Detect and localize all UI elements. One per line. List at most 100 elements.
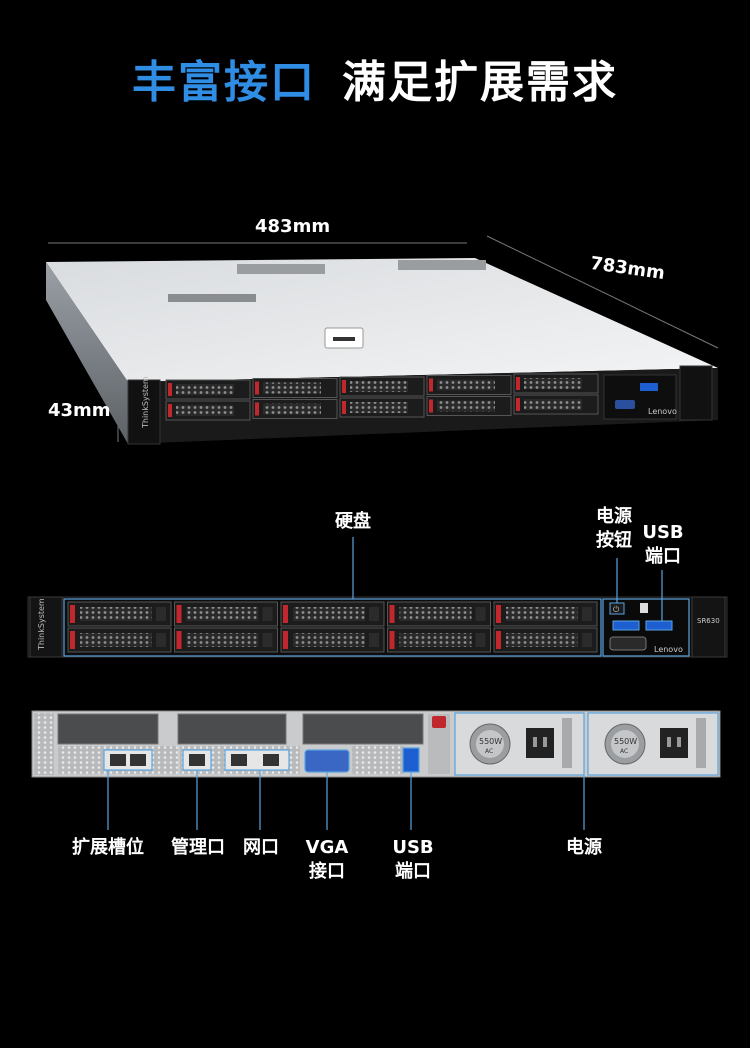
drive-bay-grille — [186, 607, 259, 621]
page-title: 丰富接口满足扩展需求 — [0, 46, 750, 110]
psu-2-ac: AC — [620, 748, 628, 755]
lenovo-logo-iso: Lenovo — [648, 407, 677, 416]
psu-1-handle — [562, 718, 572, 768]
drive-bay-iso-grille — [524, 378, 582, 389]
label-usb-rear: USB 端口 — [385, 836, 441, 884]
top-vent — [398, 260, 486, 270]
drive-bay-grille — [506, 607, 578, 621]
brand-side-iso: ThinkSystem — [141, 376, 150, 429]
psu-1-power-inlet[interactable] — [526, 728, 554, 758]
psu-2-fan-hub — [611, 730, 639, 758]
title-highlight: 丰富接口 — [132, 57, 316, 108]
label-expansion-slot: 扩展槽位 — [72, 837, 144, 858]
label-vga: VGA 接口 — [297, 836, 357, 884]
drive-bay[interactable] — [67, 627, 172, 653]
top-vent — [168, 294, 256, 302]
label-power-button-line1: 电源 — [596, 506, 632, 527]
drive-bay-handle — [369, 607, 379, 621]
width-dimension: 483mm — [255, 216, 331, 237]
usb-port-rear[interactable] — [402, 747, 420, 773]
mgmt-port[interactable] — [189, 754, 205, 766]
drive-bay-grille — [293, 633, 365, 647]
label-usb-front-line1: USB — [642, 522, 684, 543]
drive-bay-latch — [496, 605, 501, 623]
label-usb-front-line2: 端口 — [645, 546, 681, 567]
drive-bay-handle — [262, 607, 273, 621]
lenovo-logo-front: Lenovo — [654, 645, 683, 654]
ocp-port-1 — [110, 754, 126, 766]
vga-port-rear[interactable] — [304, 749, 350, 773]
psu-2-handle — [696, 718, 706, 768]
drive-bay-iso-grille — [437, 379, 495, 391]
drive-bay-iso-latch — [255, 402, 259, 416]
chassis-top — [46, 258, 718, 382]
drive-bay-iso-grille — [437, 400, 495, 412]
expansion-slot-3 — [302, 713, 424, 745]
label-usb-rear-line1: USB — [392, 837, 434, 858]
rear-vent-left — [34, 713, 54, 775]
drive-bay-handle — [262, 633, 273, 647]
label-vga-line2: 接口 — [309, 861, 345, 882]
psu-1-watt: 550W — [479, 737, 502, 746]
drive-bay-latch — [389, 605, 395, 623]
ocp-port-2 — [130, 754, 146, 766]
drive-bay-iso-grille — [176, 384, 234, 395]
drive-bay-latch — [176, 605, 182, 623]
drive-bay-grille — [80, 633, 152, 647]
label-usb-front: USB 端口 — [638, 521, 688, 569]
label-drives: 硬盘 — [335, 511, 371, 532]
rear-release-tab — [432, 716, 446, 728]
expansion-slot-2 — [177, 713, 287, 745]
drive-bay-latch — [70, 605, 75, 623]
psu-1-pin — [533, 737, 537, 747]
drive-bay-latch — [70, 631, 75, 649]
drive-bay-handle — [156, 633, 166, 647]
label-vga-line1: VGA — [305, 837, 349, 858]
psu-1-ac: AC — [485, 748, 493, 755]
drive-bay-grille — [399, 633, 472, 647]
drive-bay-handle — [475, 607, 486, 621]
drive-bay-grille — [399, 607, 472, 621]
drive-bay-latch — [283, 631, 288, 649]
psu-2-pin — [667, 737, 671, 747]
vga-port-front — [609, 636, 647, 651]
drive-bay-latch — [283, 605, 288, 623]
rear-handle — [428, 714, 450, 774]
drive-bay-iso-grille — [176, 405, 234, 416]
drive-bay-iso-latch — [342, 401, 346, 414]
drive-bay-grille — [80, 607, 152, 621]
drive-bay-latch — [389, 631, 395, 649]
usb-port-iso — [640, 383, 658, 391]
network-port-2[interactable] — [263, 754, 279, 766]
drive-bay-iso-latch — [342, 380, 346, 393]
drive-bay-handle — [475, 633, 486, 647]
rear-vent — [352, 746, 404, 774]
drive-bay-handle — [582, 633, 592, 647]
network-port-1[interactable] — [231, 754, 247, 766]
chassis-side — [46, 262, 128, 444]
drive-bay-iso-latch — [516, 398, 520, 411]
vga-port-iso — [615, 400, 635, 409]
drive-bay-handle — [582, 607, 592, 621]
drive-bay-iso-latch — [516, 377, 520, 390]
brand-side-front: ThinkSystem — [37, 598, 46, 651]
psu-2-power-inlet[interactable] — [660, 728, 688, 758]
depth-dim-line — [486, 235, 719, 349]
drive-bay-latch — [496, 631, 501, 649]
label-usb-rear-line2: 端口 — [395, 861, 431, 882]
usb-port-front-2[interactable] — [645, 620, 673, 631]
expansion-slot-1 — [57, 713, 159, 745]
front-ear-right — [691, 596, 726, 658]
drive-bay-iso-grille — [350, 402, 408, 413]
label-power-button-line2: 按钮 — [596, 530, 632, 551]
drive-bay-latch — [176, 631, 182, 649]
drive-bay-iso-grille — [263, 403, 321, 415]
front-io-panel — [603, 374, 677, 420]
psu-1-pin — [543, 737, 547, 747]
drive-bay-grille — [186, 633, 259, 647]
drive-bay-iso-grille — [350, 381, 408, 392]
usb-port-front-1[interactable] — [612, 620, 640, 631]
model-label: SR630 — [697, 617, 720, 625]
height-dimension: 43mm — [48, 400, 111, 421]
